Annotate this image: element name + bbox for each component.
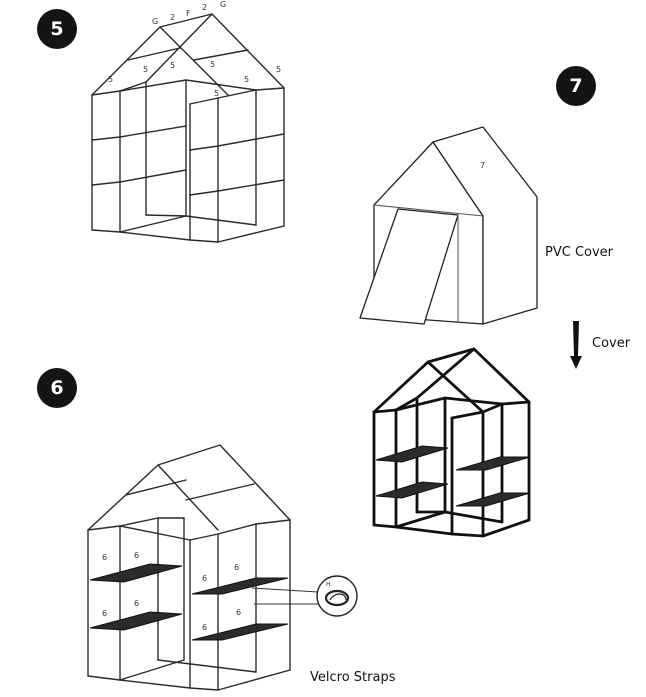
part-label-g-left: G — [152, 17, 158, 26]
part-label-g-right: G — [220, 0, 226, 9]
step-5-badge: 5 — [37, 9, 77, 49]
part-label-5: 5 — [214, 89, 219, 98]
part-label-5: 5 — [244, 75, 249, 84]
down-arrow-icon — [570, 321, 582, 369]
part-label-6: 6 — [102, 553, 107, 562]
cover-label: Cover — [592, 336, 631, 351]
part-label-5: 5 — [170, 61, 175, 70]
step-5-part-labels: G 2 F 2 G 5 5 5 5 5 5 5 — [108, 0, 281, 98]
part-label-6: 6 — [134, 551, 139, 560]
framed-shelves — [375, 445, 531, 507]
part-label-2-b: 2 — [202, 3, 207, 12]
part-label-6: 6 — [102, 609, 107, 618]
step-6-shelves — [89, 563, 289, 641]
cover-part-label-7: 7 — [480, 161, 485, 170]
part-label-6: 6 — [134, 599, 139, 608]
step-6-frame — [87, 444, 291, 691]
pvc-cover-shape — [359, 126, 538, 325]
callout-leader-line — [251, 587, 319, 593]
bold-frame — [372, 347, 531, 538]
strap-part-label: H — [326, 581, 331, 588]
part-label-6: 6 — [236, 608, 241, 617]
part-label-2-a: 2 — [170, 13, 175, 22]
step-6-badge: 6 — [37, 368, 77, 408]
part-label-f: F — [186, 9, 191, 18]
part-label-6: 6 — [202, 623, 207, 632]
frame-structure — [91, 13, 285, 243]
pvc-cover-label: PVC Cover — [545, 245, 614, 260]
step-7-badge: 7 — [556, 66, 596, 106]
part-label-6: 6 — [202, 574, 207, 583]
velcro-strap-detail: H — [316, 575, 358, 617]
part-label-5: 5 — [108, 75, 113, 84]
part-label-5: 5 — [210, 60, 215, 69]
part-label-5: 5 — [143, 65, 148, 74]
part-label-5: 5 — [276, 65, 281, 74]
velcro-straps-label: Velcro Straps — [310, 670, 396, 685]
part-label-6: 6 — [234, 563, 239, 572]
step-6-part-labels: 6 6 6 6 6 6 6 6 — [102, 551, 241, 632]
